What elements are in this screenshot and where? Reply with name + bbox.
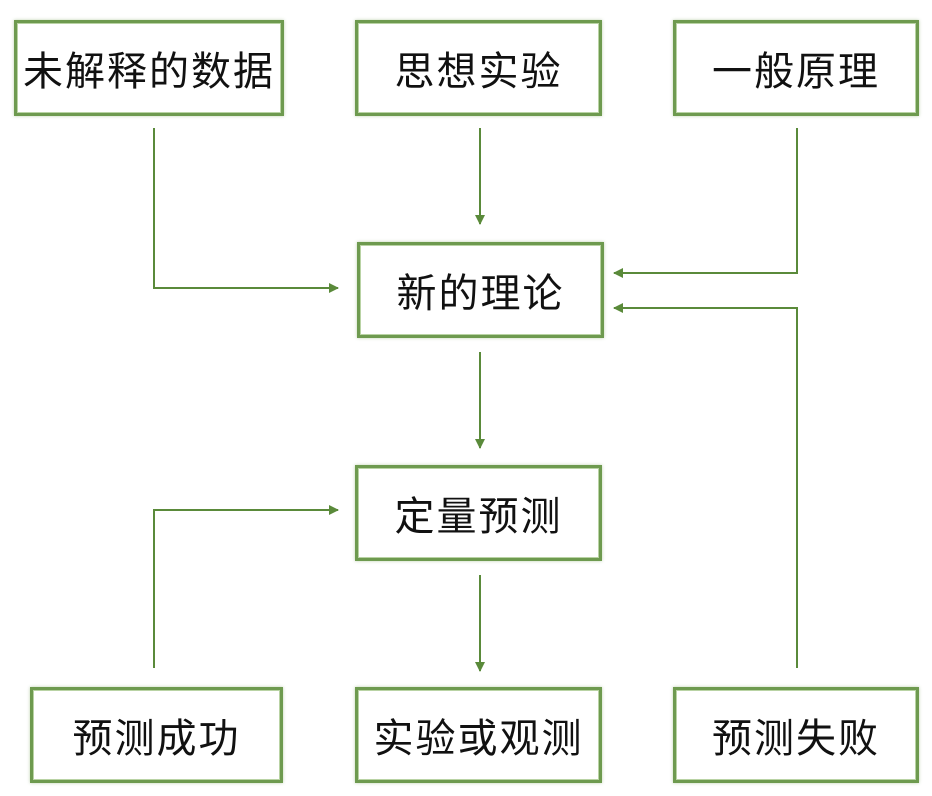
node-prediction-success: 预测成功 xyxy=(30,687,283,783)
arrow-data-to-theory xyxy=(153,128,339,293)
node-label: 一般原理 xyxy=(712,49,880,95)
node-general-principle: 一般原理 xyxy=(673,20,919,116)
node-quantitative-prediction: 定量预测 xyxy=(355,465,602,561)
node-new-theory: 新的理论 xyxy=(357,242,604,338)
node-label: 新的理论 xyxy=(396,271,565,317)
node-prediction-failure: 预测失败 xyxy=(673,687,919,783)
node-unexplained-data: 未解释的数据 xyxy=(14,20,284,116)
node-label: 预测失败 xyxy=(712,716,880,762)
node-experiment-observation: 实验或观测 xyxy=(355,687,602,783)
node-label: 未解释的数据 xyxy=(23,49,275,95)
arrow-failure-to-theory xyxy=(613,303,798,668)
node-label: 定量预测 xyxy=(394,494,563,540)
node-label: 思想实验 xyxy=(394,49,563,95)
node-thought-experiment: 思想实验 xyxy=(355,20,602,116)
arrow-success-to-prediction xyxy=(153,505,339,668)
node-label: 预测成功 xyxy=(72,716,241,762)
node-label: 实验或观测 xyxy=(373,716,584,762)
arrow-principle-to-theory xyxy=(613,128,798,278)
